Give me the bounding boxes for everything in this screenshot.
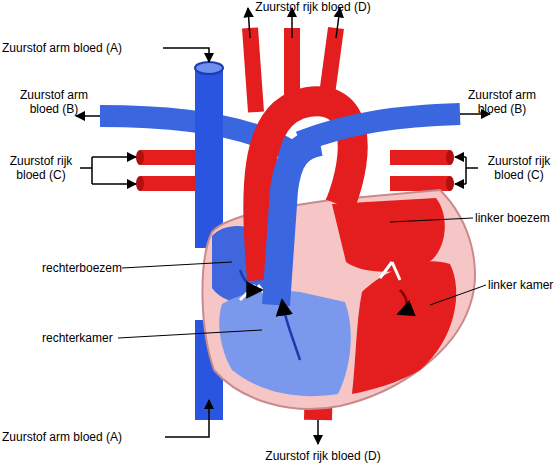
leader-arrow (317, 420, 319, 444)
leader-arrow (455, 183, 466, 185)
left-atrium (332, 198, 445, 272)
artery-branch (326, 28, 336, 102)
leader-line (118, 330, 262, 338)
leader-arrow (92, 156, 136, 158)
pulmonary-trunk (276, 142, 320, 305)
part-label: Zuurstof arm bloed (A) (2, 430, 167, 444)
right-ventricle (219, 291, 351, 397)
pulmonary-vein (390, 150, 450, 165)
flow-arrow (398, 290, 407, 314)
vein-opening (136, 176, 144, 191)
part-label: Zuurstof rijk bloed (D) (238, 449, 408, 463)
vein-opening (136, 150, 144, 165)
vein-opening (446, 176, 454, 191)
pulmonary-artery-right (300, 114, 460, 142)
artery-branch (284, 28, 300, 102)
leader-arrow (165, 400, 209, 437)
leader-line (430, 285, 486, 305)
part-label: linker boezem (475, 211, 560, 225)
leader-arrow (248, 8, 250, 38)
vein-opening (446, 150, 454, 165)
part-label: Zuurstof rijk bloed (C) (0, 154, 82, 182)
part-label: rechterkamer (42, 331, 132, 345)
leader-line (122, 262, 232, 268)
part-label: Zuurstof arm bloed (A) (2, 41, 162, 55)
part-label: Zuurstof rijk bloed (C) (478, 154, 560, 182)
flow-arrow (240, 270, 262, 290)
part-label: linker kamer (488, 278, 560, 292)
pulmonary-vein (390, 176, 450, 191)
superior-vena-cava (195, 68, 223, 248)
left-ventricle (352, 261, 456, 394)
part-label: Zuurstof rijk bloed (D) (228, 0, 398, 14)
leader-arrow (92, 183, 136, 185)
vena-cava-opening (195, 62, 223, 74)
mitral-valve (380, 262, 400, 280)
flow-arrow (282, 300, 300, 360)
leader-arrow (455, 156, 466, 158)
leader-line (390, 218, 473, 222)
artery-branch (250, 28, 256, 112)
part-label: Zuurstof arm bloed (B) (452, 88, 552, 116)
bracket (80, 157, 92, 184)
leader-arrow (76, 115, 100, 117)
bracket (466, 157, 478, 184)
heart-wall (202, 190, 474, 409)
leader-arrow (163, 48, 209, 62)
part-label: Zuurstof arm bloed (B) (10, 88, 98, 116)
part-label: rechterboezem (42, 261, 132, 275)
